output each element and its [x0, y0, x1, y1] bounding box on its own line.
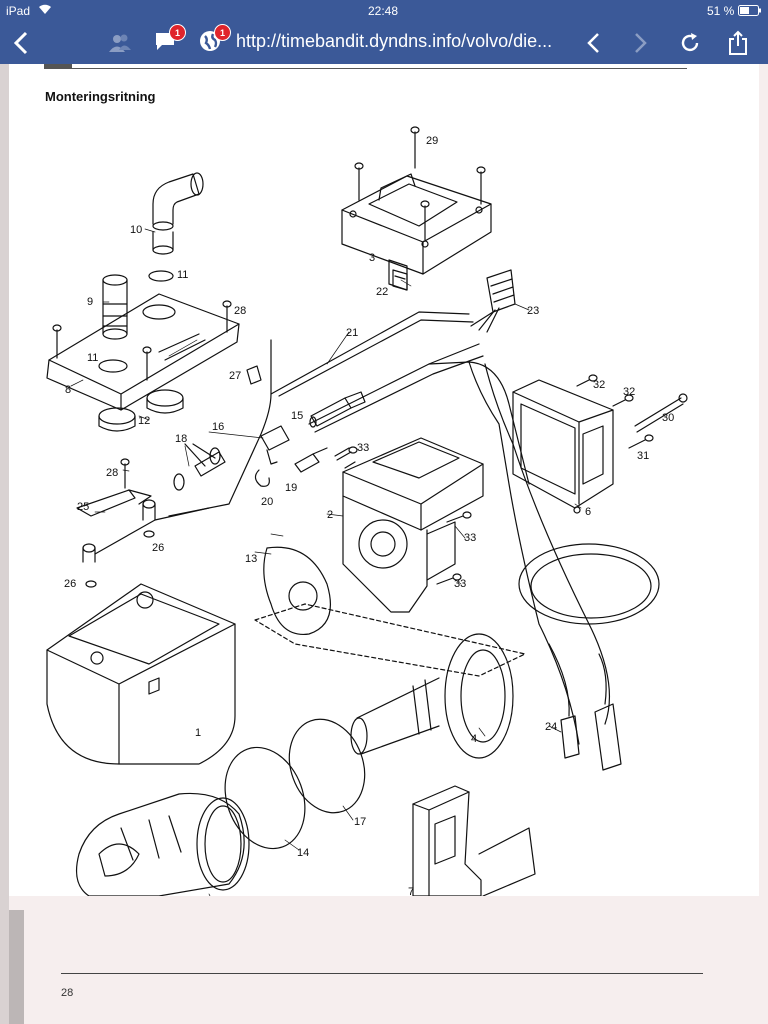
device-name: iPad [6, 4, 31, 18]
callout-26b: 26 [64, 578, 76, 590]
battery-level: 51 % [707, 4, 735, 18]
battery-icon [738, 5, 762, 19]
share-button[interactable] [726, 29, 750, 57]
callout-2: 2 [327, 509, 333, 521]
callout-33a: 33 [357, 442, 369, 454]
page-edge [0, 64, 9, 1024]
part-30-32-31-screws [576, 374, 688, 449]
callout-17: 17 [354, 816, 366, 828]
part-10-elbow [152, 172, 204, 255]
messages-badge: 1 [169, 24, 186, 41]
part-24-connectors [548, 643, 622, 771]
callout-25: 25 [77, 501, 89, 513]
part-7-bracket [412, 785, 536, 896]
callout-12: 12 [138, 415, 150, 427]
callout-18: 18 [175, 433, 187, 445]
callout-19: 19 [285, 482, 297, 494]
part-27 [246, 365, 262, 385]
callout-15: 15 [291, 410, 303, 422]
callout-28b: 28 [106, 467, 118, 479]
part-5-blower [76, 792, 250, 896]
callout-28a: 28 [234, 305, 246, 317]
callout-3: 3 [369, 252, 375, 264]
callout-8: 8 [65, 384, 71, 396]
part-14-ring [224, 746, 306, 850]
part-15-sensor [309, 391, 366, 428]
callout-13: 13 [245, 553, 257, 565]
callout-14: 14 [297, 847, 309, 859]
back-button[interactable] [10, 29, 32, 57]
callout-7: 7 [408, 886, 414, 896]
messages-button[interactable]: 1 [152, 24, 186, 57]
part-1-housing [46, 583, 236, 765]
header-tab [44, 64, 72, 69]
url-bar[interactable]: http://timebandit.dyndns.info/volvo/die.… [236, 31, 553, 51]
part-33-screws [334, 446, 472, 585]
assembly-drawing: 1 2 3 4 5 6 7 8 9 10 11 11 12 13 14 15 1… [46, 126, 688, 896]
part-17-ring [288, 718, 366, 814]
browser-toolbar: 1 1 [0, 22, 768, 64]
document-page[interactable]: Monteringsritning [9, 64, 759, 896]
part-6-control [512, 379, 614, 514]
notifications-badge: 1 [214, 24, 231, 41]
part-20-clip [254, 469, 270, 487]
callout-1: 1 [195, 727, 201, 739]
part-11-ring-top [148, 270, 174, 282]
callout-26a: 26 [152, 542, 164, 554]
header-rule [44, 68, 687, 69]
part-23-connector [470, 269, 516, 333]
friends-icon[interactable] [107, 29, 133, 57]
page-number: 28 [61, 987, 74, 999]
callout-16: 16 [212, 421, 224, 433]
part-19-pin [294, 447, 328, 473]
part-2-burner [342, 437, 484, 613]
callout-11a: 11 [177, 269, 188, 281]
part-12-nuts [98, 389, 184, 432]
part-4-tube [350, 633, 514, 759]
part-13-gasket [254, 546, 526, 677]
footer-rule [61, 973, 703, 974]
wifi-icon [38, 3, 52, 18]
callout-32a: 32 [593, 379, 605, 391]
callout-22: 22 [376, 286, 388, 298]
callout-4: 4 [471, 733, 477, 745]
callout-23: 23 [527, 305, 539, 317]
callout-10: 10 [130, 224, 142, 236]
clock: 22:48 [368, 4, 399, 18]
page-shadow [9, 910, 24, 1024]
reload-button[interactable] [678, 29, 702, 57]
callout-24: 24 [545, 721, 557, 733]
callout-30: 30 [662, 412, 674, 424]
callout-20: 20 [261, 496, 273, 508]
callout-11b: 11 [87, 352, 98, 364]
part-25-bracket [76, 458, 210, 588]
leader-lines [70, 228, 582, 896]
part-9-pipe [102, 274, 128, 340]
callout-27: 27 [229, 370, 241, 382]
page-title: Monteringsritning [45, 89, 156, 104]
part-18-pipe [173, 443, 226, 491]
part-3-module [341, 126, 492, 291]
status-bar: iPad 22:48 51 % [0, 0, 768, 22]
notifications-button[interactable]: 1 [197, 24, 231, 57]
nav-back-button[interactable] [582, 29, 604, 57]
part-8-plate [46, 293, 240, 411]
callout-33c: 33 [454, 578, 466, 590]
callout-31: 31 [637, 450, 649, 462]
callout-21: 21 [346, 327, 358, 339]
callout-6: 6 [585, 506, 591, 518]
callout-32b: 32 [623, 386, 635, 398]
callout-9: 9 [87, 296, 93, 308]
callout-29: 29 [426, 135, 438, 147]
callout-33b: 33 [464, 532, 476, 544]
part-21-cable [168, 311, 660, 745]
nav-forward-button[interactable] [630, 29, 652, 57]
part-16-fitting [260, 425, 290, 465]
part-22 [392, 269, 408, 291]
